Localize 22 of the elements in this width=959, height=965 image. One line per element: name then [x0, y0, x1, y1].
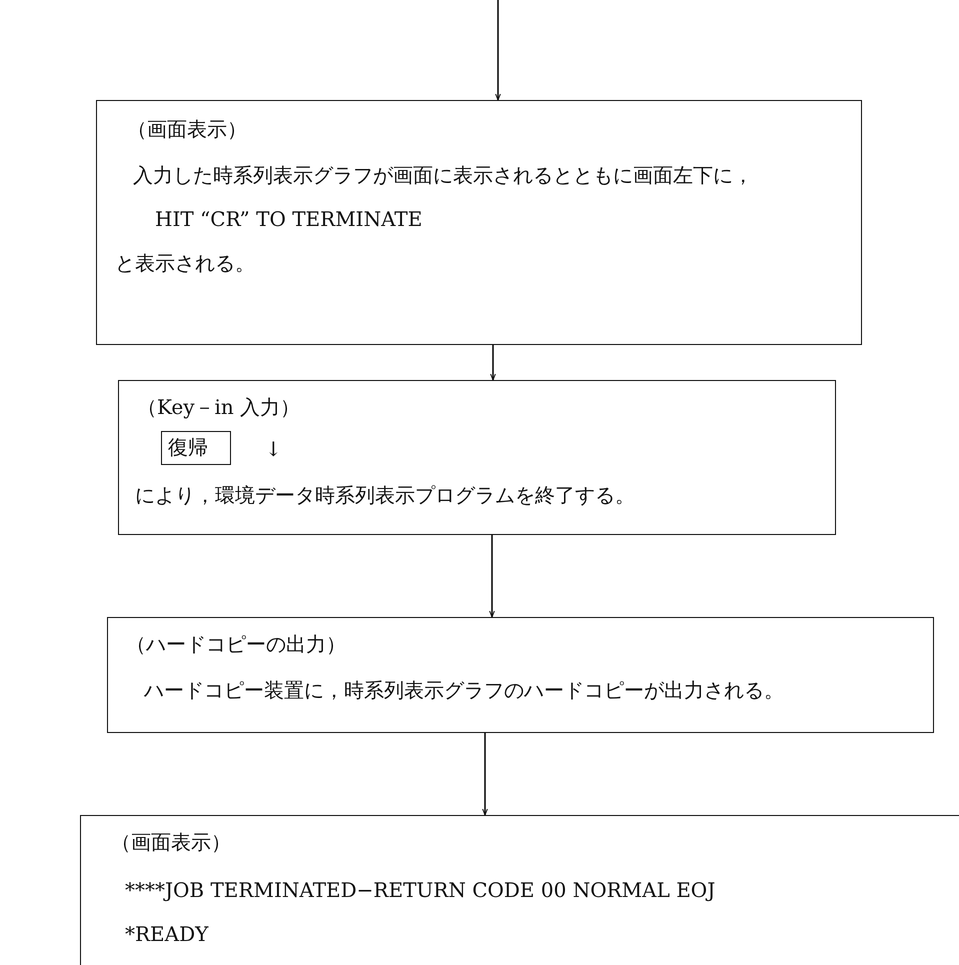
- process-box: [96, 100, 862, 345]
- step-heading: （ハードコピーの出力）: [126, 632, 346, 656]
- arrow: [489, 535, 495, 618]
- step-text: ハードコピー装置に，時系列表示グラフのハードコピーが出力される。: [144, 678, 784, 702]
- step-heading: （画面表示）: [111, 830, 231, 854]
- key-box: [161, 431, 231, 465]
- step-text: *READY: [125, 922, 208, 946]
- step-text: 入力した時系列表示グラフが画面に表示されるとともに画面左下に，: [133, 163, 753, 187]
- key-label: 復帰: [168, 435, 208, 459]
- step-heading: （画面表示）: [127, 117, 247, 141]
- step-text: ****JOB TERMINATED−RETURN CODE 00 NORMAL EOJ: [125, 878, 716, 902]
- arrow: [490, 345, 496, 380]
- step-text: により，環境データ時系列表示プログラムを終了する。: [135, 483, 635, 507]
- step-heading: （Key－in 入力）: [137, 395, 300, 419]
- step-text: HIT “CR” TO TERMINATE: [155, 207, 422, 231]
- process-box: [118, 380, 836, 535]
- step-text: ↓: [265, 437, 282, 461]
- step-text: と表示される。: [115, 251, 255, 275]
- process-box: [107, 617, 934, 733]
- arrow: [482, 733, 488, 816]
- process-box: [80, 815, 959, 965]
- arrow: [495, 0, 501, 100]
